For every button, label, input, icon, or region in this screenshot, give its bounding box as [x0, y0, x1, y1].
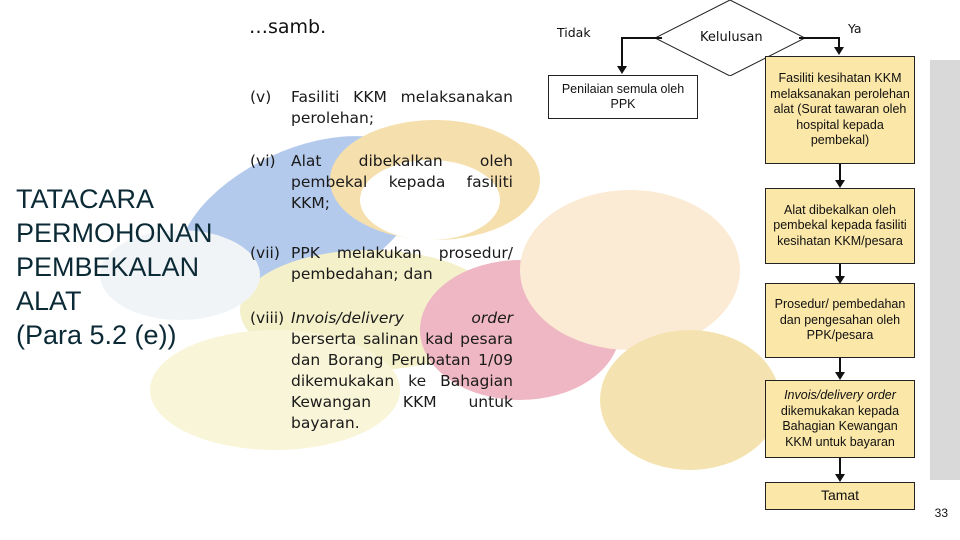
flow-step-procurement: Fasiliti kesihatan KKM melaksanakan pero…	[765, 56, 915, 164]
title-line: PERMOHONAN	[16, 216, 226, 250]
item-number: (v)	[250, 87, 271, 108]
item-text-line: Fasiliti KKM melaksanakan	[291, 87, 513, 108]
side-panel-strip	[930, 60, 960, 480]
flow-step-procedure: Prosedur/ pembedahan dan pengesahan oleh…	[765, 283, 915, 358]
item-text-italic: Invois/delivery	[291, 308, 404, 329]
connector-line	[621, 37, 662, 39]
item-text-line: dikemukakan ke Bahagian	[291, 371, 513, 392]
page-number: 33	[935, 506, 948, 520]
flow-step-supply: Alat dibekalkan oleh pembekal kepada fas…	[765, 188, 915, 264]
list-item-vi: (vi) Alat dibekalkan oleh pembekal kepad…	[250, 151, 520, 221]
arrow-icon	[834, 47, 844, 55]
item-text-line: Alat dibekalkan oleh	[291, 151, 513, 172]
item-number: (vi)	[250, 151, 276, 172]
item-text-line: pembekal kepada fasiliti	[291, 172, 513, 193]
flow-end-box: Tamat	[765, 482, 915, 510]
connector-line	[621, 37, 623, 67]
title-line: (Para 5.2 (e))	[16, 318, 226, 352]
no-label: Tidak	[557, 25, 591, 40]
arrow-icon	[617, 66, 627, 74]
item-text-line: KKM;	[291, 193, 513, 214]
arrow-icon	[835, 180, 845, 188]
item-text-line: bayaran.	[291, 413, 513, 434]
yes-label: Ya	[848, 21, 862, 36]
continued-label: …samb.	[249, 16, 326, 38]
list-item-viii: (viii) Invois/delivery order berserta sa…	[250, 308, 520, 448]
item-text-line: perolehan;	[291, 108, 513, 129]
item-text-line: dan Borang Perubatan 1/09	[291, 350, 513, 371]
decision-label: Kelulusan	[700, 30, 763, 45]
arrow-icon	[835, 372, 845, 380]
flow-step-invoice: Invois/delivery order dikemukakan kepada…	[765, 380, 915, 458]
list-item-v: (v) Fasiliti KKM melaksanakan perolehan;	[250, 87, 520, 137]
slide-title: TATACARA PERMOHONAN PEMBEKALAN ALAT (Par…	[16, 182, 226, 352]
item-text-line: berserta salinan kad pesara	[291, 329, 513, 350]
title-line: TATACARA	[16, 182, 226, 216]
invoice-text: dikemukakan kepada Bahagian Kewangan KKM…	[781, 404, 899, 449]
invoice-italic-text: Invois/delivery order	[784, 388, 896, 402]
title-line: PEMBEKALAN	[16, 250, 226, 284]
item-number: (vii)	[250, 243, 280, 264]
item-text-line: Kewangan KKM untuk	[291, 392, 513, 413]
item-number: (viii)	[250, 308, 284, 329]
connector-line	[799, 37, 840, 39]
arrow-icon	[835, 474, 845, 482]
reassessment-box: Penilaian semula oleh PPK	[548, 75, 698, 119]
item-text-italic: order	[471, 308, 513, 329]
item-text-line: PPK melakukan prosedur/	[291, 243, 513, 264]
title-line: ALAT	[16, 284, 226, 318]
item-text-line: pembedahan; dan	[291, 264, 513, 285]
list-item-vii: (vii) PPK melakukan prosedur/ pembedahan…	[250, 243, 520, 293]
